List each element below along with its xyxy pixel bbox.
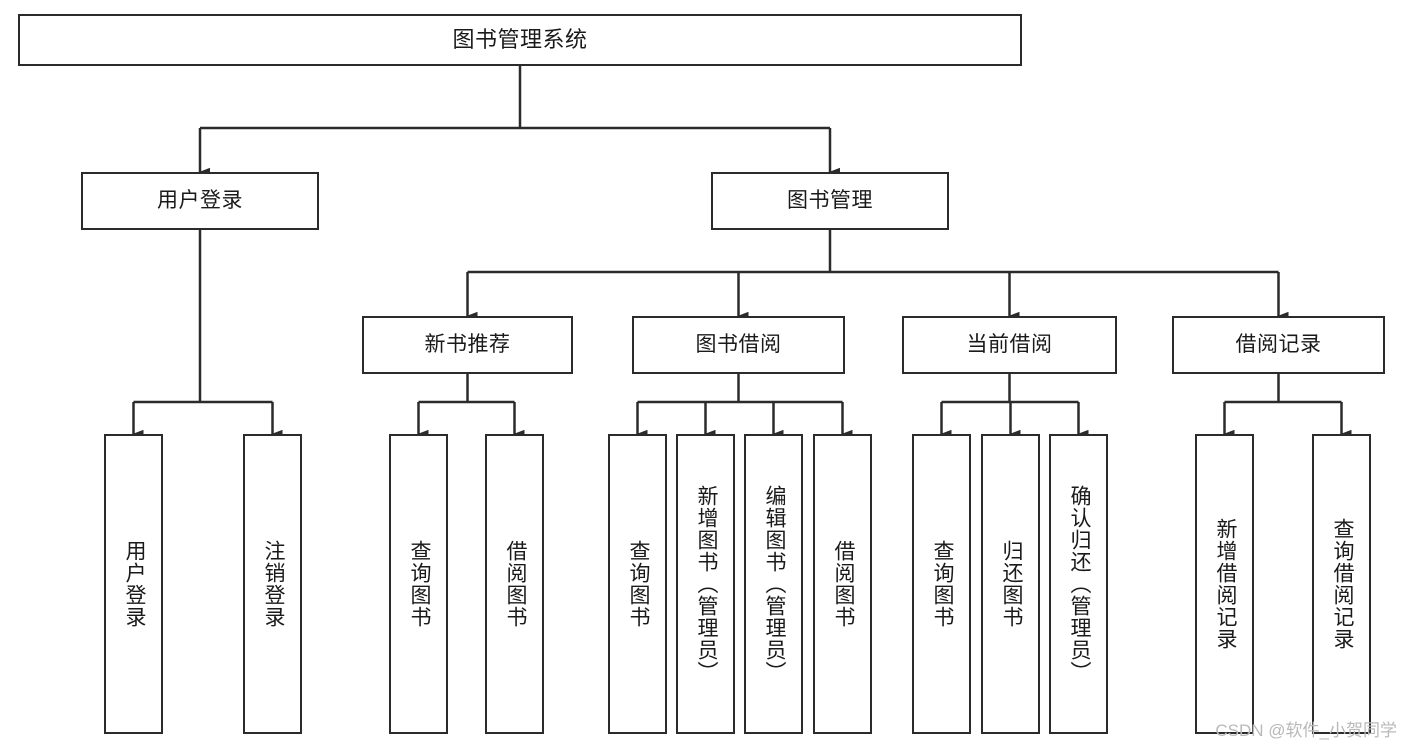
node-leaf-add-book[interactable]: 新增图书（管理员） xyxy=(676,434,735,734)
node-leaf-add-record[interactable]: 新增借阅记录 xyxy=(1195,434,1254,734)
node-label: 查询借阅记录 xyxy=(1330,518,1354,650)
edge-group xyxy=(132,66,1352,439)
node-leaf-user-login[interactable]: 用户登录 xyxy=(104,434,163,734)
node-label: 图书管理系统 xyxy=(452,26,588,52)
node-leaf-edit-book[interactable]: 编辑图书（管理员） xyxy=(744,434,803,734)
node-leaf-query-book-c[interactable]: 查询图书 xyxy=(912,434,971,734)
node-l3-book-borrow[interactable]: 图书借阅 xyxy=(632,316,845,374)
node-label: 图书借阅 xyxy=(695,333,782,357)
node-leaf-query-record[interactable]: 查询借阅记录 xyxy=(1312,434,1371,734)
node-label: 确认归还（管理员） xyxy=(1067,485,1091,683)
node-leaf-query-book-a[interactable]: 查询图书 xyxy=(389,434,448,734)
node-label: 用户登录 xyxy=(122,540,146,628)
node-leaf-query-book-b[interactable]: 查询图书 xyxy=(608,434,667,734)
node-label: 借阅图书 xyxy=(503,540,527,628)
node-label: 编辑图书（管理员） xyxy=(762,485,786,683)
node-l3-new-book-rec[interactable]: 新书推荐 xyxy=(362,316,573,374)
node-l2-user-login[interactable]: 用户登录 xyxy=(81,172,319,230)
node-label: 归还图书 xyxy=(999,540,1023,628)
node-leaf-user-logout[interactable]: 注销登录 xyxy=(243,434,302,734)
node-l3-borrow-record[interactable]: 借阅记录 xyxy=(1172,316,1385,374)
node-l2-book-manage[interactable]: 图书管理 xyxy=(711,172,949,230)
node-label: 借阅图书 xyxy=(831,540,855,628)
node-label: 用户登录 xyxy=(157,189,243,213)
node-label: 新增借阅记录 xyxy=(1213,518,1237,650)
node-label: 注销登录 xyxy=(261,540,285,628)
node-leaf-return-book[interactable]: 归还图书 xyxy=(981,434,1040,734)
node-label: 借阅记录 xyxy=(1235,333,1322,357)
node-root[interactable]: 图书管理系统 xyxy=(18,14,1022,66)
node-label: 新增图书（管理员） xyxy=(694,485,718,683)
node-l3-current-borrow[interactable]: 当前借阅 xyxy=(902,316,1117,374)
node-leaf-borrow-book-b[interactable]: 借阅图书 xyxy=(813,434,872,734)
node-leaf-confirm-return[interactable]: 确认归还（管理员） xyxy=(1049,434,1108,734)
node-label: 当前借阅 xyxy=(966,333,1053,357)
node-leaf-borrow-book-a[interactable]: 借阅图书 xyxy=(485,434,544,734)
node-label: 查询图书 xyxy=(626,540,650,628)
node-label: 查询图书 xyxy=(930,540,954,628)
node-label: 图书管理 xyxy=(787,189,873,213)
node-label: 新书推荐 xyxy=(424,333,511,357)
node-label: 查询图书 xyxy=(407,540,431,628)
